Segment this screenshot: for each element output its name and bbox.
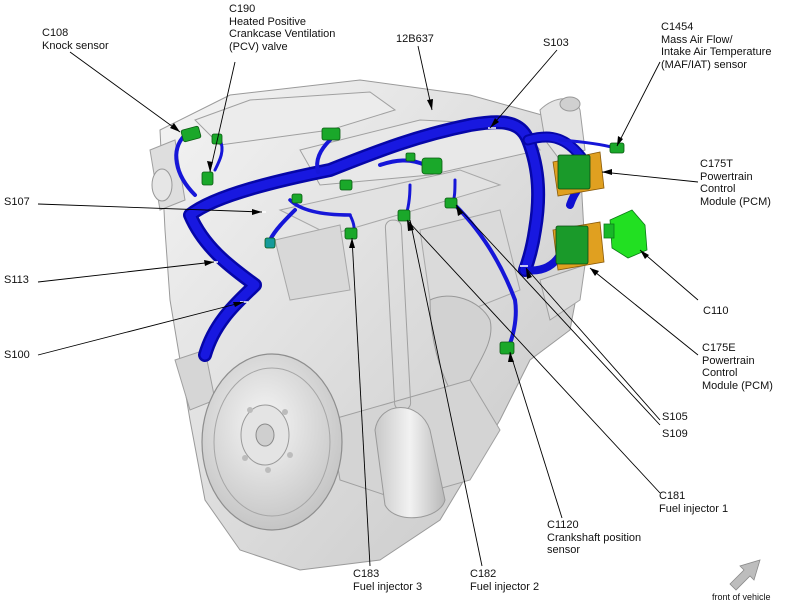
callout-c1454: C1454 Mass Air Flow/ Intake Air Temperat…: [661, 21, 771, 71]
callout-code: S105: [662, 411, 688, 423]
callout-s100: S100: [4, 349, 30, 362]
callout-code: S113: [4, 274, 29, 286]
callout-code: S100: [4, 349, 30, 361]
leader-lines: [37, 45, 699, 567]
flywheel: [201, 353, 343, 531]
callout-desc: Control: [700, 183, 736, 195]
callout-desc: (PCV) valve: [229, 40, 288, 53]
front-of-vehicle-arrow-icon: [729, 559, 761, 591]
callout-code: C175T: [700, 158, 734, 170]
callout-desc: Fuel injector 2: [470, 580, 540, 593]
callout-desc: Fuel injector 1: [659, 502, 729, 515]
connectors: [180, 125, 648, 355]
callout-desc: Powertrain: [702, 354, 755, 367]
callout-code: C110: [703, 305, 729, 317]
callout-desc: Module (PCM): [702, 379, 773, 392]
callout-code: C181: [659, 490, 686, 502]
callout-code: C175E: [702, 342, 736, 354]
callout-desc: Control: [702, 367, 738, 379]
callout-s113: S113: [4, 274, 29, 287]
callout-c175e: C175E Powertrain Control Module (PCM): [702, 342, 773, 392]
callout-c183: C183 Fuel injector 3: [353, 568, 422, 593]
callout-code: 12B637: [396, 33, 434, 45]
callout-code: C1454: [661, 21, 694, 33]
front-of-vehicle-label: front of vehicle: [712, 592, 771, 602]
callout-code: C108: [42, 27, 69, 39]
callout-desc: Module (PCM): [700, 195, 771, 208]
callout-desc: Fuel injector 3: [353, 580, 423, 593]
callout-code: S103: [543, 37, 569, 49]
callout-c181: C181 Fuel injector 1: [659, 490, 728, 515]
callout-s109: S109: [662, 428, 688, 441]
callout-desc: (MAF/IAT) sensor: [661, 58, 747, 71]
callout-desc: Intake Air Temperature: [661, 46, 772, 58]
callout-desc: Heated Positive: [229, 15, 307, 28]
callout-code: C1120: [547, 519, 579, 531]
callout-desc: Powertrain: [700, 170, 753, 183]
callout-desc: Mass Air Flow/: [661, 33, 733, 46]
callout-code: C182: [470, 568, 497, 580]
callout-c182: C182 Fuel injector 2: [470, 568, 539, 593]
callout-code: C190: [229, 3, 256, 15]
callout-c175t: C175T Powertrain Control Module (PCM): [700, 158, 771, 208]
callout-c1120: C1120 Crankshaft position sensor: [547, 519, 641, 557]
callout-s105: S105: [662, 411, 688, 424]
callout-c110: C110: [703, 305, 728, 318]
callout-desc: Knock sensor: [42, 39, 109, 52]
callout-s107: S107: [4, 196, 30, 209]
callout-12b637: 12B637: [396, 33, 434, 46]
leader-arrowheads: [170, 99, 649, 362]
wiring-harness: [174, 115, 617, 362]
callout-desc: Crankshaft position: [547, 531, 642, 544]
callout-code: C183: [353, 568, 380, 580]
callout-desc: Crankcase Ventilation: [229, 28, 336, 40]
callout-code: S107: [4, 196, 30, 208]
callout-desc: sensor: [547, 544, 581, 556]
callout-code: S109: [662, 428, 688, 440]
callout-s103: S103: [543, 37, 569, 50]
callout-c190: C190 Heated Positive Crankcase Ventilati…: [229, 3, 335, 53]
callout-c108: C108 Knock sensor: [42, 27, 109, 52]
